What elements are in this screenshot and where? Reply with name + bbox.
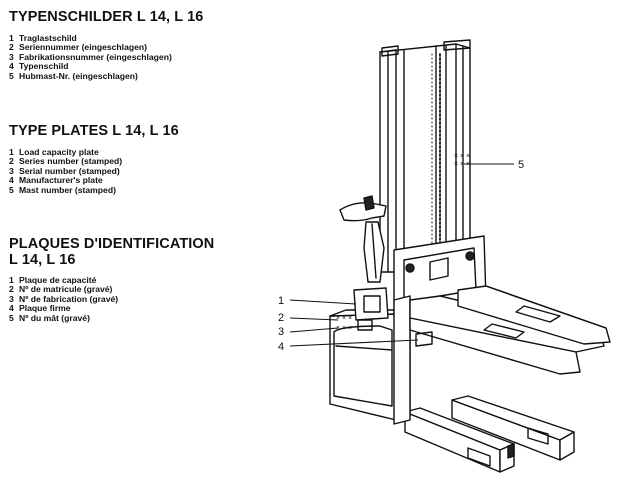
french-title-line2: L 14, L 16 [9,252,76,268]
manufacturer-plate [415,331,433,347]
callout-3: 3 [278,326,284,338]
mast-stamp-mark: × × × [454,153,470,160]
mast-stamp-mark: × × × [454,161,470,168]
callout-4: 4 [278,341,284,353]
serial-plate [357,319,373,331]
callout-1: 1 [278,295,284,307]
forks [409,285,611,375]
tiller [339,195,387,283]
callout-5: 5 [518,159,524,171]
french-title-line1: PLAQUES D'IDENTIFICATION [9,236,215,252]
english-title: TYPE PLATES L 14, L 16 [9,123,179,139]
front-leg [404,407,515,473]
callout-2: 2 [278,312,284,324]
mast [379,39,471,273]
serial-stamp-mark: × × × [336,325,352,332]
german-title: TYPENSCHILDER L 14, L 16 [9,9,204,25]
callout-2-leader [289,317,339,321]
rear-leg [451,395,575,461]
callout-4-leader [289,339,419,347]
series-stamp-mark: × × × [336,315,352,322]
callout-3-leader [289,327,339,333]
callout-1-leader [289,299,357,305]
